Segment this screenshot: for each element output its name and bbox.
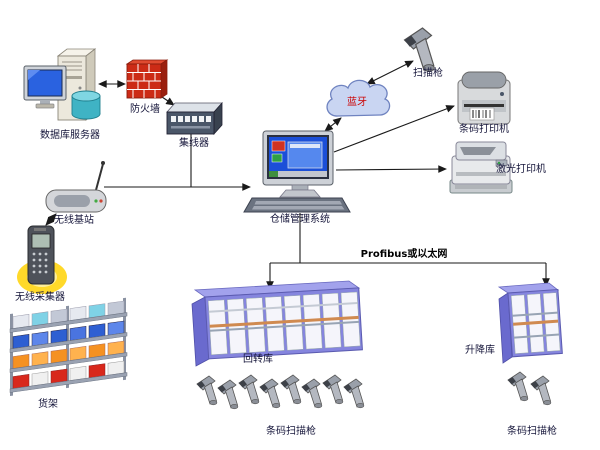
scanner-gun-icon [301,378,323,409]
scanner-gun-icon [322,374,344,405]
scanner-guns-center [196,374,365,410]
wireless-station-label: 无线基站 [54,213,94,226]
database-server-label: 数据库服务器 [40,128,100,141]
scanner-gun-icon [259,378,281,409]
wireless-station-icon [45,161,107,213]
scanner-guns-right [507,371,552,406]
firewall-icon [125,59,169,99]
laser-printer-label: 激光打印机 [496,162,546,175]
carousel-label: 回转库 [243,352,273,365]
bluetooth-label: 蓝牙 [347,96,367,108]
scanner-gun-icon [217,379,239,410]
lift-label: 升降库 [465,343,495,356]
scanners-right-label: 条码扫描枪 [507,424,557,437]
database-server-icon [23,48,101,121]
carousel-icon [191,280,363,367]
wireless-collector-icon [17,225,67,294]
wms-computer-icon [243,130,351,213]
shelf-icon [9,297,128,396]
lift-icon [497,282,563,364]
scanner-gun-icon [238,374,260,405]
bus-label: Profibus或以太网 [361,247,448,260]
wms-label: 仓储管理系统 [270,212,330,225]
scan-gun-label: 扫描枪 [413,66,443,79]
scanners-center-label: 条码扫描枪 [266,424,316,437]
hub-label: 集线器 [179,136,209,149]
connector-lines [45,60,550,290]
scan-gun-icon [403,27,436,72]
shelf-label: 货架 [38,397,58,410]
bluetooth-cloud-icon [326,79,391,117]
wireless-collector-label: 无线采集器 [15,290,65,303]
scanner-gun-icon [196,375,218,406]
barcode-printer-icon [457,71,511,125]
scanner-gun-icon [507,371,529,402]
scanner-gun-icon [280,374,302,405]
firewall-label: 防火墙 [130,102,160,115]
laser-printer-icon [449,141,513,194]
barcode-printer-label: 条码打印机 [459,122,509,135]
scanner-gun-icon [343,378,365,409]
scanner-gun-icon [530,375,552,406]
hub-icon [166,101,223,136]
